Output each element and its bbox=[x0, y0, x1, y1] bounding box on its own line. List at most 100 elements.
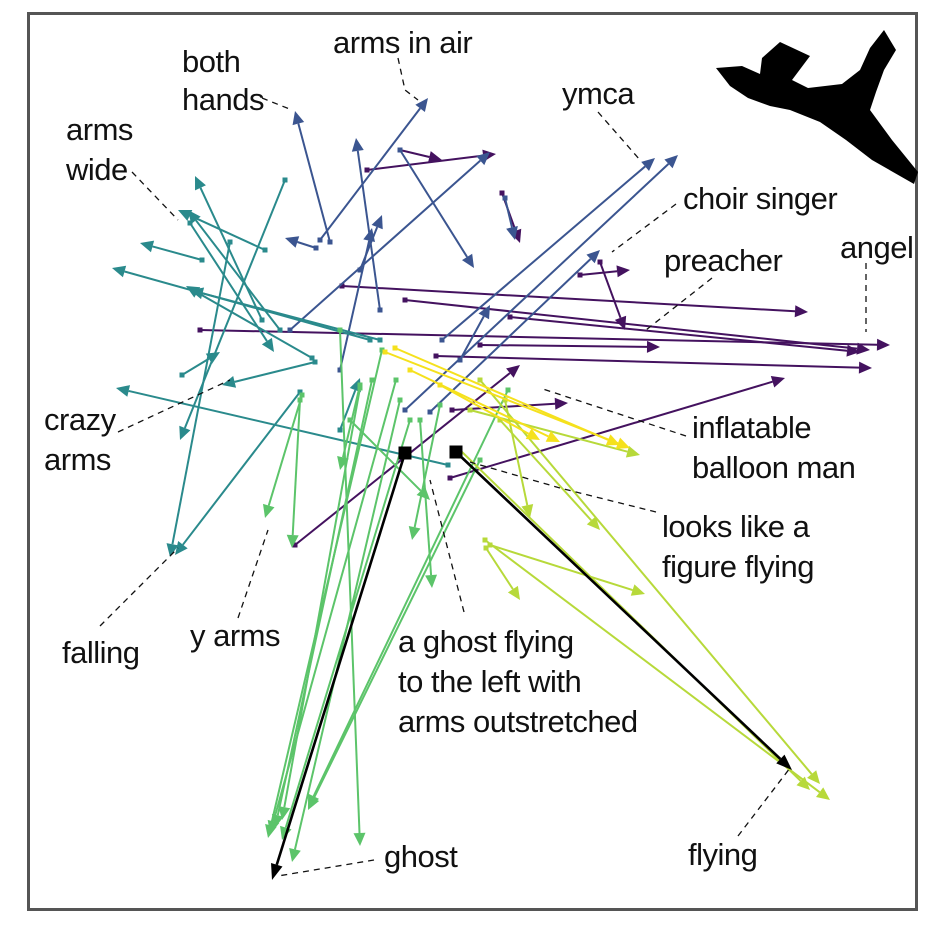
arrow-origin-marker bbox=[369, 377, 375, 383]
arrow-head bbox=[308, 793, 320, 808]
arrow-head bbox=[285, 236, 300, 248]
arrow-origin-marker bbox=[477, 377, 483, 383]
arrow-shaft bbox=[479, 379, 813, 775]
arrow-shaft bbox=[339, 240, 371, 371]
arrow-indigo bbox=[439, 158, 655, 343]
arrow-head bbox=[190, 287, 205, 300]
arrow-head bbox=[363, 228, 375, 243]
arrow-lime bbox=[482, 537, 830, 800]
arrow-origin-marker bbox=[467, 407, 473, 413]
arrow-head bbox=[796, 776, 810, 790]
arrow-shaft bbox=[509, 316, 848, 352]
arrow-head bbox=[116, 385, 131, 397]
arrow-shaft bbox=[435, 355, 860, 369]
annotation-labels: arms in air both hands ymca arms wide ch… bbox=[44, 25, 914, 874]
arrow-origin-marker bbox=[367, 337, 373, 343]
arrow-origin-marker bbox=[287, 327, 293, 333]
arrow-purple bbox=[477, 340, 660, 353]
arrow-head bbox=[112, 265, 127, 278]
label-ghost-flying-line1: a ghost flying bbox=[398, 624, 574, 659]
arrow-shaft bbox=[275, 452, 407, 866]
arrow-head bbox=[554, 397, 568, 410]
arrow-origin-marker bbox=[379, 347, 385, 353]
arrow-shaft bbox=[272, 379, 397, 822]
arrow-origin-marker bbox=[482, 537, 488, 543]
arrow-teal bbox=[116, 385, 451, 468]
arrow-shaft bbox=[429, 258, 592, 413]
arrow-head bbox=[614, 315, 627, 330]
arrows-group bbox=[112, 98, 890, 880]
arrow-shaft bbox=[289, 159, 481, 331]
arrow-origin-marker bbox=[427, 409, 433, 415]
arrow-head bbox=[261, 337, 274, 352]
arrow-head bbox=[371, 215, 383, 230]
arrow-origin-marker bbox=[447, 475, 453, 481]
arrow-head bbox=[586, 250, 600, 264]
arrow-origin-marker bbox=[437, 382, 443, 388]
arrow-indigo bbox=[357, 215, 383, 273]
leader-arms-in-air bbox=[397, 57, 419, 101]
arrow-shaft bbox=[366, 154, 484, 171]
arrow-origin-marker bbox=[292, 542, 298, 548]
arrow-shaft bbox=[404, 299, 858, 350]
arrow-shaft bbox=[404, 163, 670, 411]
arrow-teal bbox=[222, 359, 318, 388]
arrow-head bbox=[521, 504, 534, 518]
arrow-indigo bbox=[317, 98, 428, 243]
arrow-shaft bbox=[439, 384, 530, 435]
arrow-head bbox=[846, 344, 860, 357]
arrow-shaft bbox=[267, 394, 303, 506]
leader-ymca bbox=[597, 111, 641, 161]
label-looks-like-line2: figure flying bbox=[662, 549, 814, 584]
arrow-head bbox=[605, 434, 620, 446]
arrow-origin-marker bbox=[497, 417, 503, 423]
arrow-lime bbox=[477, 377, 820, 784]
arrow-origin-marker bbox=[179, 372, 185, 378]
arrow-shaft bbox=[199, 187, 263, 321]
arrow-teal bbox=[140, 240, 205, 263]
arrow-head bbox=[630, 584, 645, 596]
label-crazy-arms-line1: crazy bbox=[44, 402, 117, 437]
arrow-head bbox=[425, 574, 438, 588]
arrow-origin-marker bbox=[393, 377, 399, 383]
arrow-origin-marker bbox=[507, 314, 513, 320]
leader-crazy-arms bbox=[117, 379, 231, 433]
arrow-origin-marker bbox=[487, 542, 493, 548]
arrow-green bbox=[278, 385, 363, 820]
arrow-head bbox=[222, 376, 237, 388]
arrow-origin-marker bbox=[357, 382, 363, 388]
arrow-head bbox=[179, 425, 191, 440]
label-y-arms: y arms bbox=[190, 618, 280, 653]
arrow-shaft bbox=[293, 399, 401, 850]
arrow-origin-marker bbox=[397, 397, 403, 403]
label-ymca: ymca bbox=[562, 76, 635, 111]
arrow-teal bbox=[179, 352, 220, 378]
arrow-shaft bbox=[499, 419, 592, 522]
arrow-origin-marker bbox=[337, 327, 343, 333]
arrow-origin-marker bbox=[282, 177, 288, 183]
arrow-head bbox=[507, 585, 520, 600]
arrow-head bbox=[289, 847, 301, 862]
arrow-origin-marker bbox=[337, 427, 343, 433]
label-arms-wide-line2: wide bbox=[65, 152, 128, 187]
arrow-origin-marker bbox=[199, 257, 205, 263]
arrow-yellow bbox=[407, 367, 560, 442]
arrow-head bbox=[625, 445, 640, 458]
arrow-shaft bbox=[484, 539, 821, 793]
arrow-head bbox=[353, 832, 366, 846]
arrow-origin-marker bbox=[317, 237, 323, 243]
arrow-origin-marker bbox=[312, 359, 318, 365]
label-preacher: preacher bbox=[664, 243, 783, 278]
arrow-shaft bbox=[339, 329, 361, 834]
arrow-yellow bbox=[392, 345, 620, 446]
label-inflatable-line1: inflatable bbox=[692, 410, 811, 445]
arrow-head bbox=[776, 754, 792, 770]
arrow-origin-marker bbox=[407, 417, 413, 423]
arrow-head bbox=[506, 225, 518, 240]
arrow-shaft bbox=[181, 357, 210, 376]
arrow-shaft bbox=[479, 344, 648, 348]
arrow-shaft bbox=[276, 379, 373, 816]
arrow-purple bbox=[433, 353, 872, 374]
arrow-shaft bbox=[319, 107, 421, 241]
